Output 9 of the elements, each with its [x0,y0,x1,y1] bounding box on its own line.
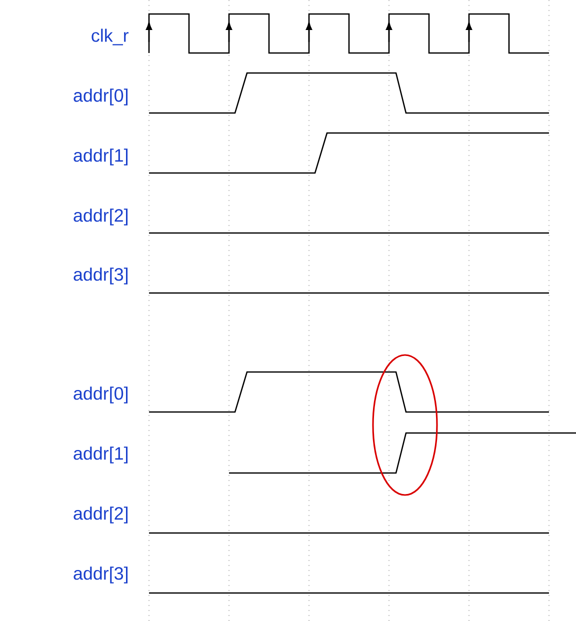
signal-name: addr[3] [74,268,128,284]
signal-name: addr[1] [74,446,128,464]
signal-name: addr[3] [74,566,128,584]
signal-name: addr[0] [74,88,128,106]
signal-name: addr[2] [74,506,128,524]
signal-name: clk_r [92,28,128,46]
signal-name: addr[2] [74,208,128,226]
signal-name: addr[0] [74,386,128,404]
signal-name: addr[1] [74,148,128,166]
